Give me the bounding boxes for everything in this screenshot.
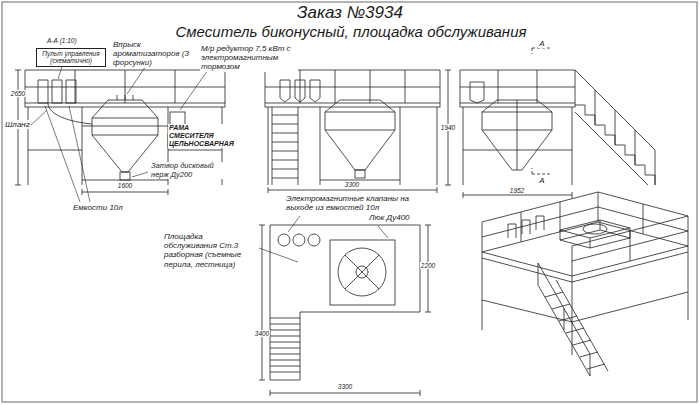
end-view <box>460 48 655 198</box>
callout-label: Впрыск ароматизаторов (3 форсунки) <box>112 40 196 68</box>
dimension: 3300 <box>344 181 360 188</box>
control-panel-box: Пульт управления (схематично) <box>36 48 106 67</box>
section-mark: А <box>538 176 545 185</box>
dimension: 1600 <box>117 182 133 189</box>
section-mark: А <box>538 39 545 48</box>
drawing-title: Заказ №3934 <box>5 3 695 23</box>
dimension: 3400 <box>254 330 270 337</box>
node-text: Пульт управления (схематично) <box>39 50 103 65</box>
plan-view <box>259 225 431 396</box>
callout-label: Емкости 10л <box>72 203 124 212</box>
subtitle: Смеситель биконусный, площадка обслужива… <box>5 23 697 40</box>
callout-label: Люк Ду400 <box>368 213 411 222</box>
side-view <box>265 70 451 193</box>
dimension: 3300 <box>337 383 353 390</box>
section-label: А-А (1:10) <box>46 37 78 44</box>
dimension: 2650 <box>10 90 26 97</box>
dimension: 1940 <box>440 124 456 131</box>
dimension: 2200 <box>420 262 436 269</box>
callout-label: М/р редуктор 7,5 кВт с электромагнитным … <box>200 44 298 72</box>
callout-label: РАМА СМЕСИТЕЛЯ ЦЕЛЬНОСВАРНАЯ <box>168 124 236 148</box>
isometric-view <box>482 192 688 376</box>
dimension: 1952 <box>509 187 525 194</box>
callout-label: Площадка обслуживания Ст.3 разборная (съ… <box>163 232 257 269</box>
callout-label: Электромагнитные клапаны на выходе из ем… <box>285 194 437 212</box>
callout-label: Затвор дисковый нерж Ду200 <box>150 162 226 179</box>
callout-label: Шланг <box>4 120 31 129</box>
